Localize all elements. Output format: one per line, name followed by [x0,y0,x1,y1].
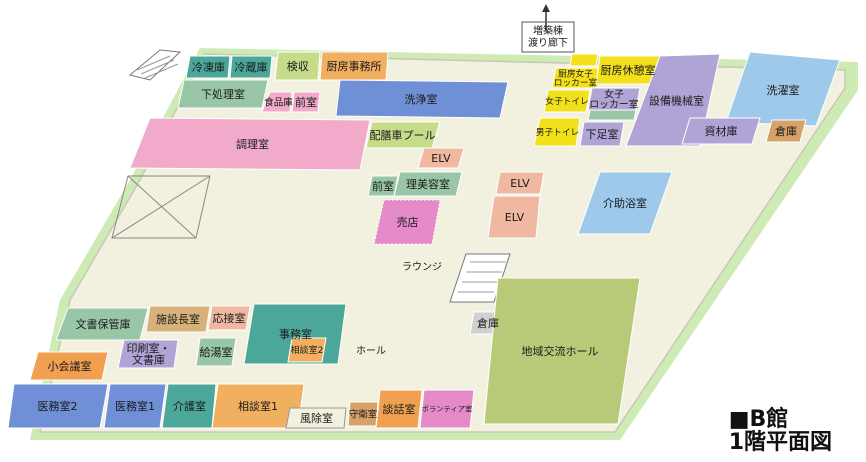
building-name: ■B館 [728,406,789,432]
label-shokuhinko: 食品庫 [264,96,293,108]
label-shuei: 守衛室 [349,408,378,420]
label-lounge: ラウンジ [402,261,442,273]
label-volunteer: ボランティア室 [422,405,473,414]
label-kaijo_yoku: 介助浴室 [603,196,647,210]
floor-name: 1階平面図 [728,429,832,455]
label-senjou: 洗浄室 [405,92,438,106]
label-bunsho: 文書保管庫 [76,317,131,331]
label-chubo_kyukei: 厨房休憩室 [601,63,656,77]
label-riyou: 理美容室 [406,177,450,191]
room-soukou[interactable] [765,119,807,143]
room-fujo[interactable] [285,407,347,429]
label-fujo: 風除室 [300,411,333,425]
room-shower[interactable] [587,109,637,121]
label-chiiki: 地域交流ホール [522,344,599,358]
room-zenshitsu[interactable] [291,91,321,113]
room-chubo-jimu[interactable] [319,51,389,81]
room-joshi-toilet[interactable] [543,89,591,113]
room-riyou[interactable] [393,171,463,197]
room-shokuhinko[interactable] [261,91,293,113]
label-shisetsucho: 施設長室 [156,312,200,326]
label-jimu: 事務室 [279,327,312,341]
label-shitashori: 下処理室 [201,87,245,101]
label-hall: ホール [356,345,386,357]
label-danwa: 談話室 [383,402,416,416]
label-imu2: 医務室2 [38,399,78,413]
label-danshi_toilet: 男子トイレ [536,127,579,138]
room-reizouko[interactable] [229,55,273,79]
label-shizai: 資材庫 [705,124,738,138]
label-kyuto: 給湯室 [200,345,233,359]
room-shisetsucho[interactable] [145,305,211,333]
label-kenshu: 検収 [287,59,309,73]
room-soudan2[interactable] [287,337,327,363]
label-imu1: 医務室1 [115,399,155,413]
room-shizai[interactable] [681,117,761,145]
label-gesoku: 下足室 [586,127,619,141]
label-reitouko: 冷凍庫 [192,60,225,74]
label-joshi_toilet: 女子トイレ [545,95,588,107]
label-elv3: ELV [505,211,525,224]
room-senjou[interactable] [335,79,509,119]
label-reizouko: 冷蔵庫 [235,60,268,74]
room-shitashori[interactable] [177,79,269,109]
corridor-arrow-head [542,4,550,12]
room-danshi-toilet[interactable] [533,117,581,147]
room-kaijo-yoku[interactable] [577,171,673,235]
label-chubo_joshi_locker-1: ロッカー室 [554,77,598,89]
label-soudan1: 相談室1 [238,399,278,413]
label-ousetsu: 応接室 [213,311,246,325]
label-sentaku: 洗濯室 [767,83,800,97]
label-soko2: 倉庫 [477,316,499,330]
label-elv2: ELV [510,177,530,190]
room-sentaku[interactable] [725,51,841,127]
stairs-top-left [128,49,182,81]
label-insatsu-0: 印刷室・ [127,341,171,355]
room-imu2[interactable] [7,383,109,429]
room-insatsu[interactable] [117,339,179,369]
corridor-label-2: 渡り廊下 [528,36,568,49]
stairs-center [449,253,511,303]
label-soukou: 倉庫 [775,124,797,138]
room-baiten[interactable] [373,199,441,245]
label-baiten: 売店 [397,215,419,229]
label-haizen: 配膳車プール [370,128,436,142]
room-reitouko[interactable] [185,55,231,79]
corridor-label-1: 増築棟 [533,24,563,37]
label-chubo_jimu: 厨房事務所 [327,59,382,73]
room-elv3[interactable] [487,195,541,239]
room-imu1[interactable] [103,383,167,429]
label-setsubi: 設備機械室 [649,93,704,107]
room-chiiki[interactable] [483,277,641,425]
room-shoukaigi[interactable] [29,351,109,381]
room-chouri[interactable] [129,117,371,171]
room-joshi-locker-top[interactable] [569,53,599,67]
plan-title: ■B館 1階平面図 [729,408,832,454]
room-kenshu[interactable] [274,51,321,81]
room-gesoku[interactable] [579,121,625,147]
label-chubo_joshi_locker-0: 厨房女子 [558,67,593,79]
label-shoukaigi: 小会議室 [48,359,92,373]
room-elv2[interactable] [495,171,545,195]
label-soudan2: 相談室2 [291,344,324,356]
label-insatsu-1: 文書庫 [132,353,165,367]
label-zenshitsu: 前室 [295,95,317,109]
label-joshi_locker-1: ロッカー室 [589,98,639,111]
room-volunteer[interactable] [419,389,475,429]
room-ousetsu[interactable] [207,305,251,331]
label-chouri: 調理室 [236,137,269,151]
label-zenshitsu2: 前室 [372,179,394,193]
void-area [111,175,211,239]
room-elv1[interactable] [417,147,465,169]
corridor-frame [521,21,575,53]
room-danwa[interactable] [375,389,423,429]
label-kaigo: 介護室 [173,399,206,413]
label-elv1: ELV [431,152,451,165]
room-kyuto[interactable] [195,337,237,367]
label-joshi_locker-0: 女子 [604,87,624,100]
